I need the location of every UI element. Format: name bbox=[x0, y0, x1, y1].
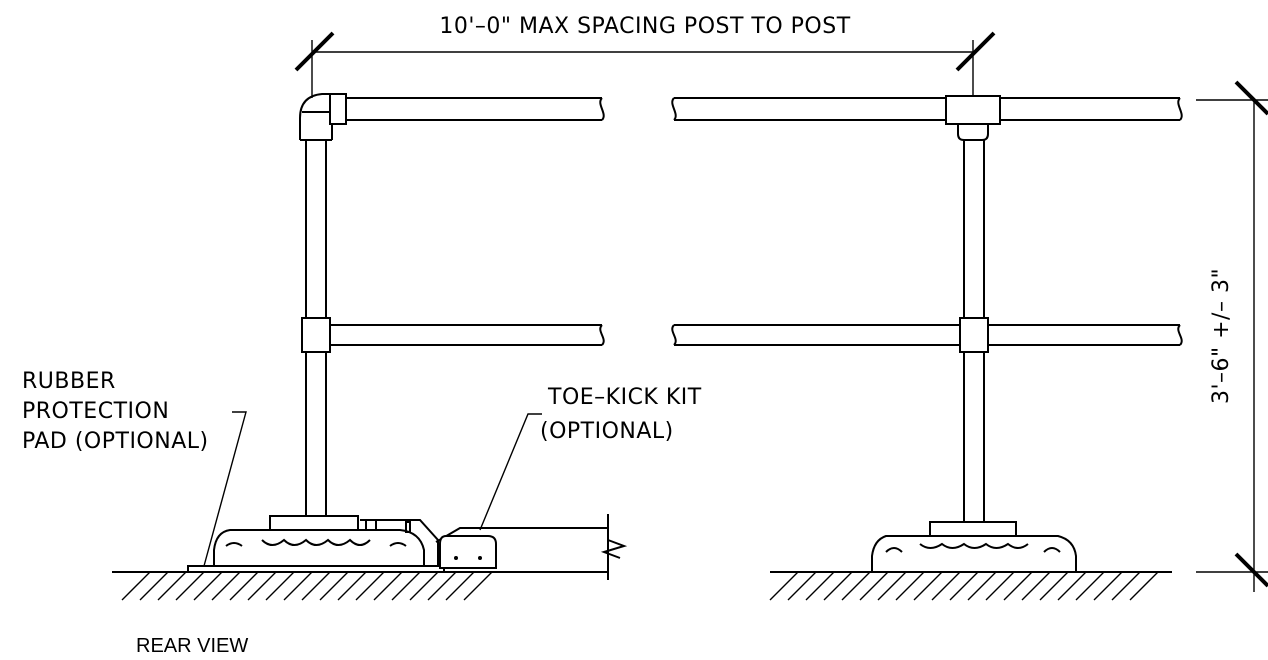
left-mid-rail bbox=[326, 324, 605, 346]
toe-kick-label-line-1: TOE–KICK KIT bbox=[547, 385, 702, 410]
left-dimension-tick bbox=[294, 31, 335, 72]
tee-fitting bbox=[945, 95, 1001, 141]
right-mid-coupling bbox=[959, 317, 989, 353]
post-spacing-label: 10'–0" MAX SPACING POST TO POST bbox=[439, 14, 850, 39]
toe-kick-callout: TOE–KICK KIT (OPTIONAL) bbox=[479, 385, 702, 531]
right-dimension-tick bbox=[955, 31, 996, 72]
right-base bbox=[871, 521, 1077, 573]
right-post bbox=[963, 140, 985, 522]
toe-kick-kit bbox=[435, 514, 628, 580]
left-mid-coupling bbox=[301, 317, 331, 353]
rubber-pad-label-line-3: PAD (OPTIONAL) bbox=[22, 429, 209, 454]
post-spacing-dimension: 10'–0" MAX SPACING POST TO POST bbox=[294, 14, 996, 98]
right-ground-hatch bbox=[769, 571, 1172, 601]
rail-height-dimension: 3'–6" +/– 3" bbox=[1196, 80, 1268, 592]
left-post bbox=[305, 140, 327, 516]
rail-height-label: 3'–6" +/– 3" bbox=[1209, 268, 1234, 404]
rubber-pad-label-line-1: RUBBER bbox=[22, 369, 116, 394]
rubber-pad-callout: RUBBER PROTECTION PAD (OPTIONAL) bbox=[22, 369, 247, 567]
left-base bbox=[213, 515, 439, 569]
toe-kick-label-line-2: (OPTIONAL) bbox=[540, 419, 674, 444]
elbow-fitting bbox=[299, 93, 347, 141]
rubber-pad-label-line-2: PROTECTION bbox=[22, 399, 169, 424]
right-top-rail bbox=[671, 97, 1183, 121]
bottom-dimension-tick bbox=[1234, 552, 1268, 588]
left-top-rail bbox=[346, 97, 605, 121]
toe-kick-leader bbox=[479, 413, 542, 531]
rubber-pad-leader bbox=[203, 411, 247, 567]
left-post-assembly bbox=[112, 93, 628, 601]
left-ground-hatch bbox=[112, 571, 500, 601]
view-caption: REAR VIEW bbox=[136, 635, 248, 657]
right-post-assembly bbox=[671, 95, 1183, 601]
right-mid-rail bbox=[671, 324, 1183, 346]
top-dimension-tick bbox=[1234, 80, 1268, 116]
